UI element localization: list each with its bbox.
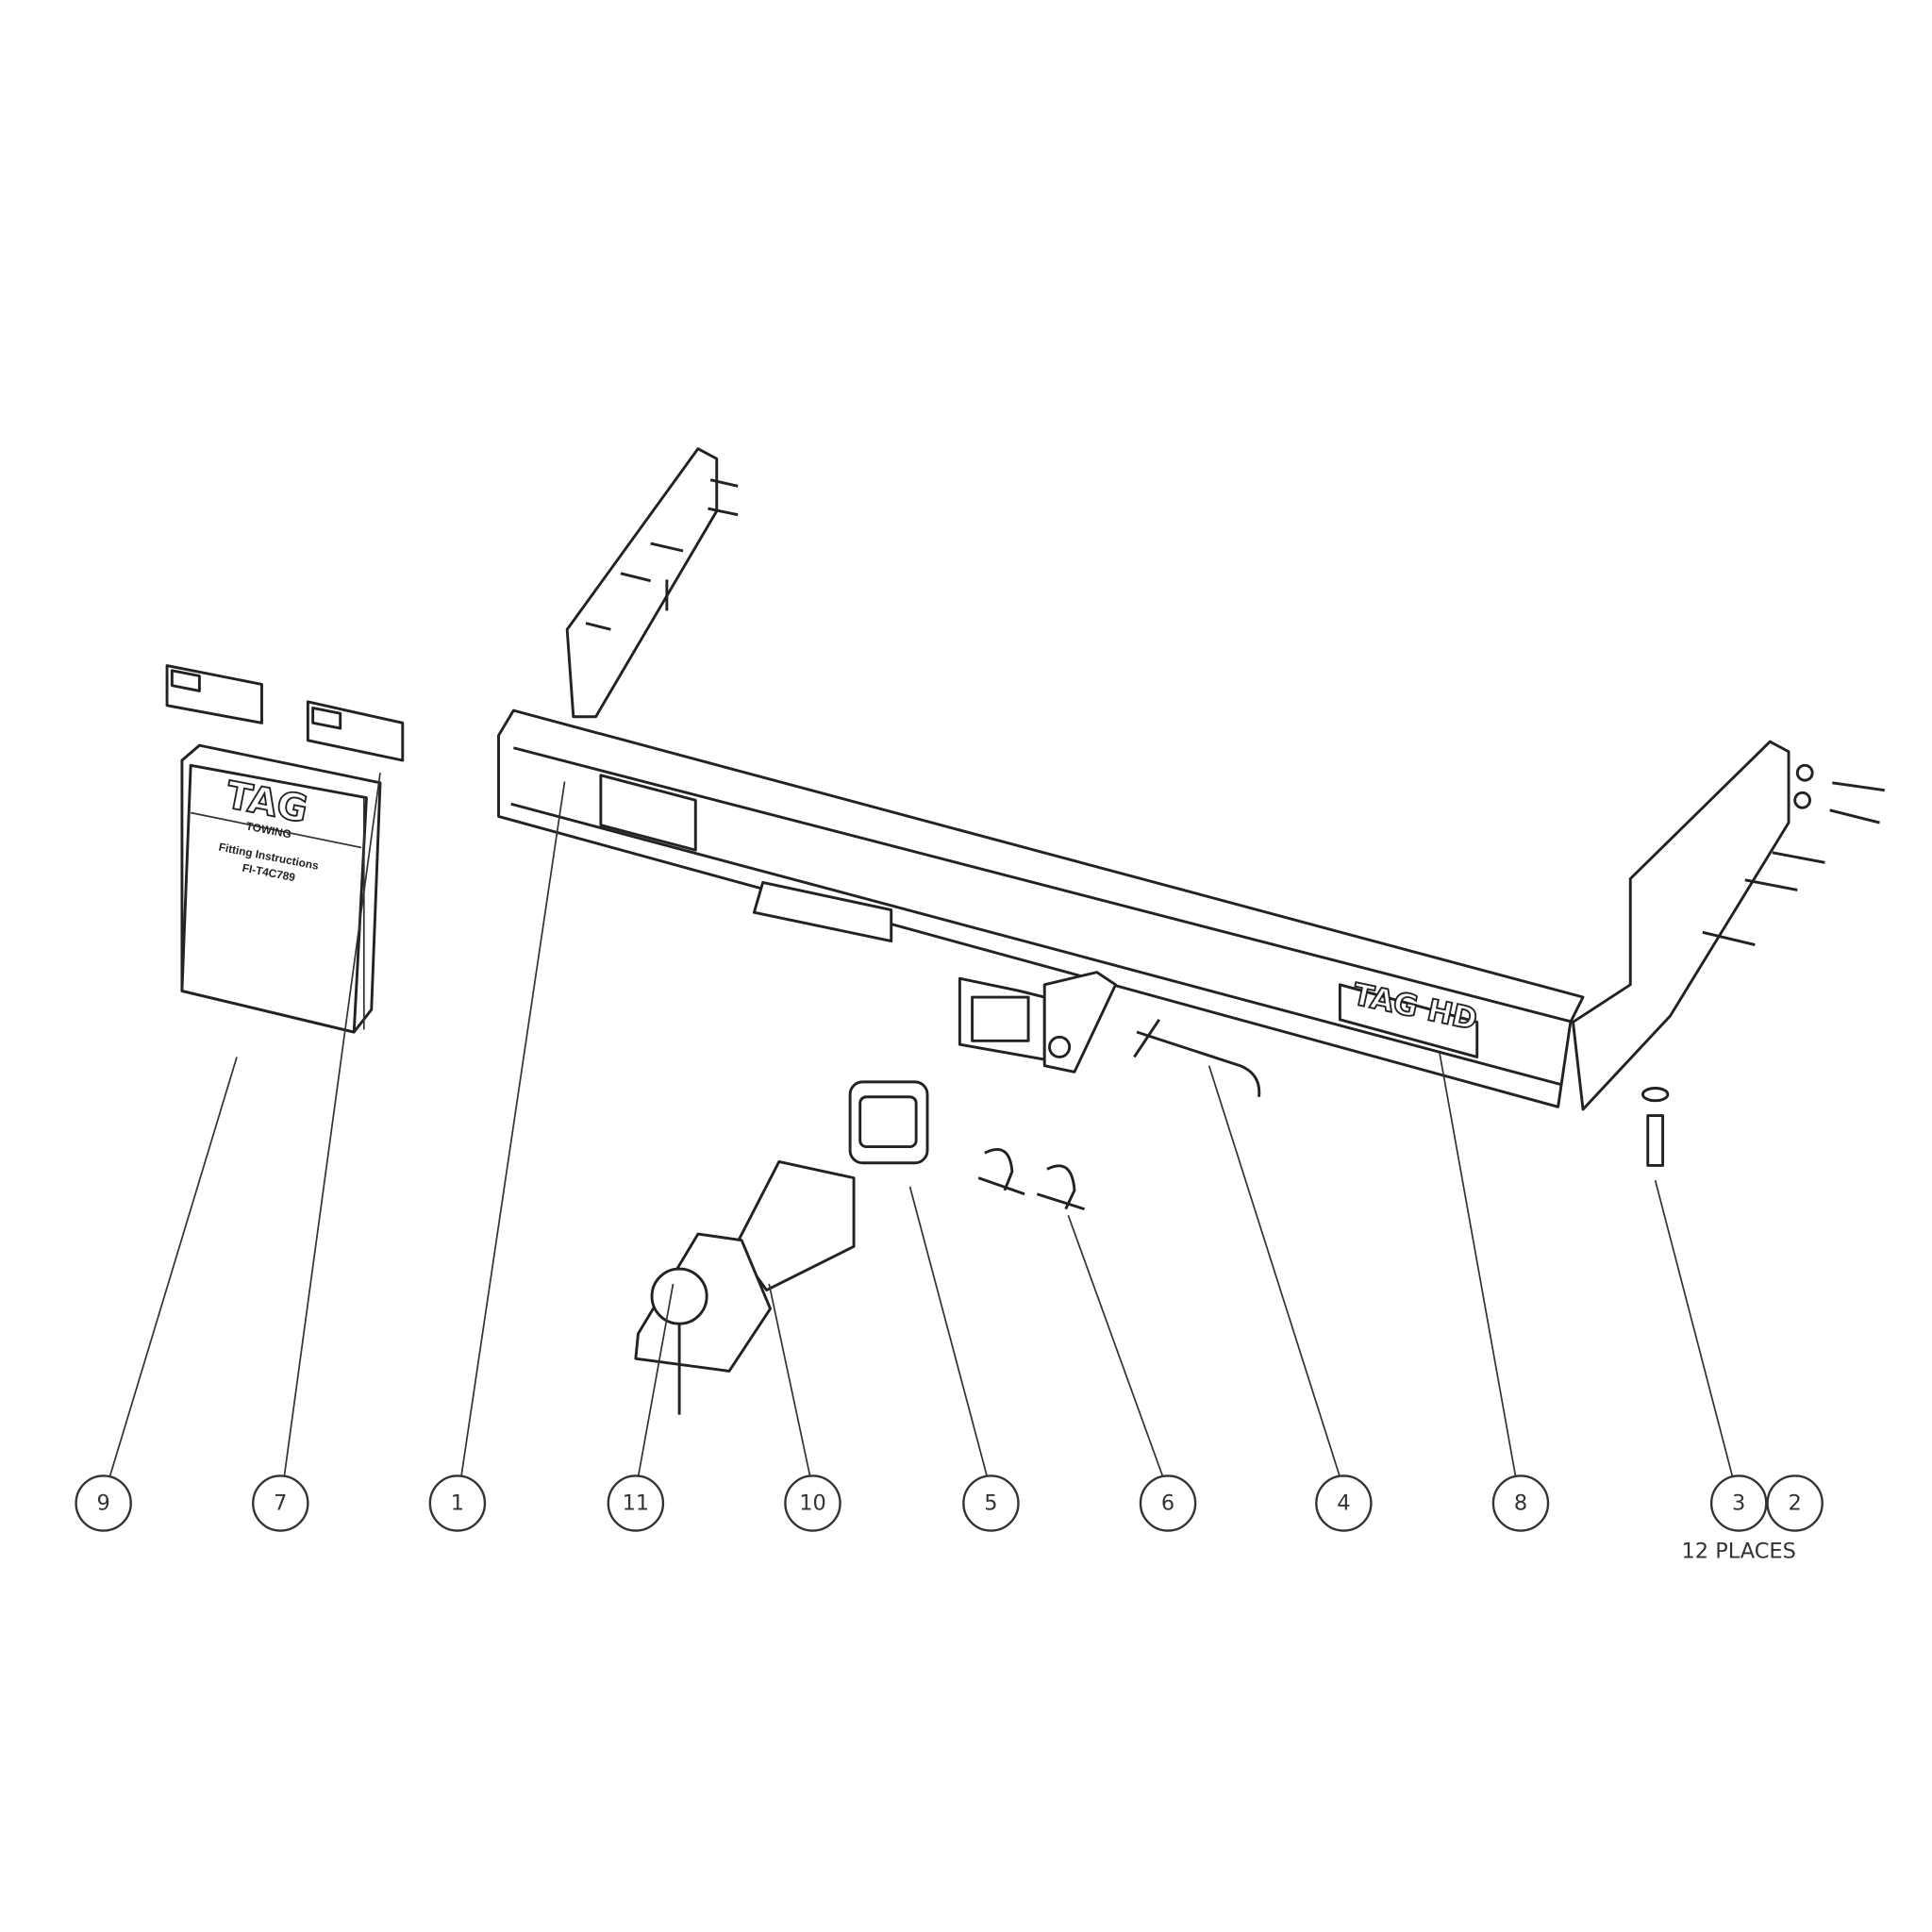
svg-text:8: 8 [1514, 1491, 1527, 1515]
hitch-cover [848, 1080, 929, 1165]
svg-text:6: 6 [1161, 1491, 1174, 1515]
leader-lines [108, 773, 1734, 1478]
balloon-9: 9 [75, 1474, 132, 1532]
svg-text:10: 10 [799, 1491, 826, 1515]
balloon-11: 11 [607, 1474, 665, 1532]
hitch-pin [1133, 1019, 1261, 1097]
fitting-instructions-manual: TAG TOWING Fitting Instructions FI-T4C78… [180, 743, 382, 1034]
svg-text:5: 5 [984, 1491, 997, 1515]
balloon-6: 6 [1139, 1474, 1197, 1532]
svg-text:7: 7 [274, 1491, 287, 1515]
svg-text:9: 9 [97, 1491, 110, 1515]
ball-mount [634, 1159, 856, 1415]
balloon-2: 2 [1766, 1474, 1824, 1532]
bolts [585, 478, 1885, 946]
svg-text:11: 11 [623, 1491, 650, 1515]
shackles [977, 1148, 1085, 1211]
warning-labels [165, 664, 405, 762]
svg-text:2: 2 [1789, 1491, 1802, 1515]
balloon-1: 1 [428, 1474, 487, 1532]
balloon-5: 5 [962, 1474, 1020, 1532]
svg-text:1: 1 [451, 1491, 464, 1515]
washer-bolt [1641, 1087, 1670, 1167]
tow-bar-main-beam: TAG HD [497, 447, 1885, 1111]
quantity-note: 12 PLACES [1682, 1540, 1796, 1564]
balloon-4: 4 [1315, 1474, 1373, 1532]
balloon-3: 3 [1709, 1474, 1768, 1532]
svg-text:3: 3 [1732, 1491, 1745, 1515]
balloon-8: 8 [1491, 1474, 1550, 1532]
svg-text:4: 4 [1337, 1491, 1350, 1515]
balloon-7: 7 [252, 1474, 309, 1532]
balloon-10: 10 [784, 1474, 841, 1532]
